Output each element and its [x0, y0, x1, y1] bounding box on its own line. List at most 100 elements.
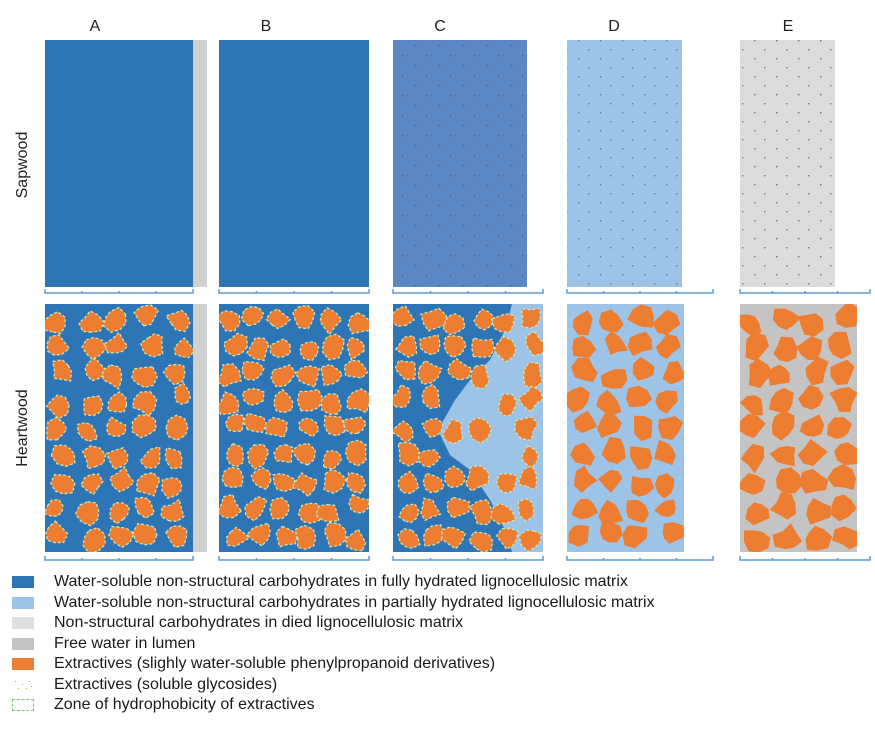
extractive-particle — [797, 438, 828, 466]
extractive-particle — [740, 473, 766, 495]
extractive-particle — [132, 522, 158, 546]
extractive-particle — [295, 365, 320, 388]
extractive-particle — [740, 314, 762, 337]
extractive-particle — [517, 385, 543, 413]
extractive-particle — [769, 446, 796, 467]
extractive-particle — [45, 394, 70, 420]
row-label-heartwood: Heartwood — [14, 389, 31, 466]
extractive-particle — [768, 364, 790, 386]
sapwood-panel-e-dots — [740, 40, 835, 287]
heartwood-extractives-a — [45, 304, 193, 552]
extractive-particle — [419, 334, 441, 356]
extractive-particle — [740, 413, 766, 438]
extractive-particle — [573, 410, 598, 433]
extractive-particle — [139, 333, 164, 358]
heartwood-extractives-c — [393, 305, 543, 552]
extractive-particle — [319, 306, 343, 336]
extractive-particle — [471, 337, 495, 358]
sapwood-panel-b — [219, 40, 369, 287]
extractive-particle — [654, 473, 675, 499]
extractive-particle — [240, 305, 265, 327]
extractive-particle — [805, 525, 833, 551]
extractive-particle — [323, 468, 347, 495]
extractive-particle — [633, 415, 653, 442]
extractive-particle — [517, 464, 538, 491]
extractive-particle — [80, 473, 104, 496]
extractive-particle — [464, 465, 490, 492]
extractive-particle — [315, 503, 340, 523]
extractive-particle — [571, 357, 598, 383]
extractive-particle — [269, 496, 290, 520]
extractive-particle — [567, 386, 590, 413]
legend-swatch-glycosides — [12, 678, 34, 691]
extractive-particle — [834, 442, 857, 466]
extractive-particle — [393, 420, 414, 444]
extractive-particle — [398, 503, 420, 524]
extractive-particle — [625, 385, 652, 408]
extractive-particle — [568, 524, 589, 547]
extractive-particle — [45, 311, 66, 335]
heartwood-free-water-a — [193, 304, 207, 552]
extractive-particle — [417, 359, 443, 386]
extractive-particle — [299, 340, 320, 362]
extractive-particle — [832, 526, 857, 550]
extractive-particle — [45, 498, 64, 517]
extractive-particle — [768, 387, 794, 413]
extractive-particle — [46, 416, 68, 441]
column-label-a: A — [90, 18, 101, 35]
extractive-particle — [162, 363, 186, 386]
extractive-particle — [273, 388, 294, 414]
extractive-particle — [323, 521, 347, 548]
extractive-particle — [827, 417, 852, 439]
extractive-particle — [468, 499, 495, 526]
legend-label-free-water: Free water in lumen — [54, 634, 196, 652]
extractive-particle — [174, 337, 193, 359]
extractive-particle — [468, 531, 494, 552]
extractive-particle — [520, 444, 539, 469]
extractive-particle — [320, 363, 344, 387]
extractive-particle — [165, 414, 189, 441]
extractive-particle — [265, 308, 292, 330]
legend-item-free-water: Free water in lumen — [12, 634, 872, 655]
extractive-particle — [827, 464, 857, 490]
extractive-particle — [771, 410, 795, 441]
legend-swatch-hydrated — [12, 576, 34, 589]
legend-item-extractives: Extractives (slighly water-soluble pheny… — [12, 654, 872, 675]
extractive-particle — [136, 471, 161, 497]
extractive-particle — [347, 311, 369, 335]
extractive-particle — [52, 359, 73, 382]
extractive-particle — [835, 304, 857, 328]
legend-item-partial: Water-soluble non-structural carbohydrat… — [12, 593, 872, 614]
extractive-particle — [49, 474, 76, 495]
extractive-particle — [241, 388, 265, 406]
extractive-particle — [497, 393, 518, 417]
extractive-particle — [165, 525, 188, 549]
extractive-particle — [522, 361, 543, 389]
extractive-particle — [275, 525, 299, 548]
legend-item-glycosides: Extractives (soluble glycosides) — [12, 675, 872, 696]
extractive-particle — [773, 308, 801, 330]
extractive-particle — [164, 447, 183, 470]
extractive-particle — [806, 497, 831, 525]
extractive-particle — [134, 496, 155, 519]
extractive-particle — [525, 330, 543, 357]
extractive-particle — [598, 469, 623, 493]
extractive-particle — [495, 472, 518, 494]
extractive-particle — [630, 446, 653, 470]
column-label-e: E — [783, 18, 794, 35]
extractive-particle — [446, 496, 471, 519]
extractive-particle — [160, 498, 185, 522]
extractive-particle — [830, 494, 857, 522]
extractive-particle — [798, 313, 824, 337]
sapwood-panel-a — [45, 40, 193, 287]
extractive-particle — [631, 475, 655, 497]
extractive-particle — [422, 523, 445, 547]
extractive-particle — [598, 499, 624, 526]
extractive-particle — [174, 382, 192, 406]
extractive-particle — [514, 416, 539, 442]
extractive-particle — [830, 359, 855, 385]
extractive-particle — [344, 439, 367, 467]
legend-label-glycosides: Extractives (soluble glycosides) — [54, 675, 278, 693]
extractive-particle — [626, 499, 649, 524]
extractive-particle — [161, 477, 183, 499]
